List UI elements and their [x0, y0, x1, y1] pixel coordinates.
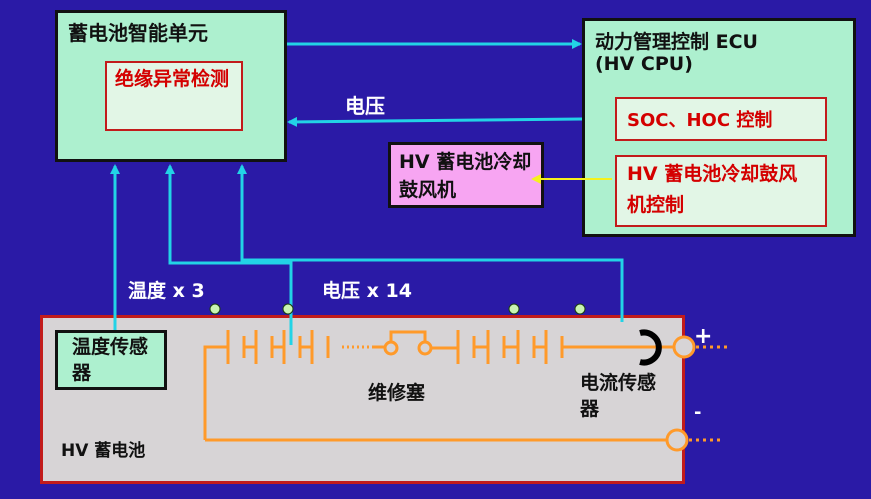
temperature-count-label: 温度 x 3	[128, 280, 205, 302]
power-management-ecu-box: 动力管理控制 ECU (HV CPU) SOC、HOC 控制 HV 蓄电池冷却鼓…	[582, 18, 856, 237]
ecu-to-bmu-voltage-line	[287, 116, 583, 127]
current-sensor-clamp	[639, 329, 662, 366]
main-circuit-line	[203, 345, 228, 440]
current-sensor-label: 电流传感器	[580, 372, 657, 420]
voltage-tap-line-1	[165, 164, 293, 345]
temperature-sensor-box: 温度传感器	[55, 330, 167, 390]
voltage-count-label: 电压 x 14	[322, 280, 412, 302]
voltage-tap-line-2	[237, 164, 624, 322]
hv-battery-box: HV 蓄电池 维修塞 电流传感器	[40, 315, 685, 484]
ecu-subtitle: (HV CPU)	[595, 53, 693, 75]
fan-control-box: HV 蓄电池冷却鼓风机控制	[615, 155, 827, 227]
soc-control-box: SOC、HOC 控制	[615, 97, 827, 141]
service-plug-label: 维修塞	[368, 382, 426, 404]
plus-terminal	[672, 335, 696, 359]
service-plug-switch	[383, 330, 458, 356]
cooling-fan-box: HV 蓄电池冷却鼓风机	[388, 142, 544, 208]
fan-control-label: HV 蓄电池冷却鼓风机控制	[627, 163, 798, 216]
voltage-tap-dots	[209, 303, 586, 315]
plus-terminal-label: +	[694, 324, 713, 349]
battery-smart-unit-title: 蓄电池智能单元	[68, 21, 208, 45]
minus-terminal	[665, 428, 689, 452]
insulation-detect-label: 绝缘异常检测	[115, 68, 230, 90]
battery-smart-unit-box: 蓄电池智能单元 绝缘异常检测	[55, 10, 287, 162]
hv-battery-label: HV 蓄电池	[61, 441, 146, 461]
cooling-fan-label: HV 蓄电池冷却鼓风机	[399, 151, 532, 201]
temperature-sensor-label: 温度传感器	[72, 336, 149, 384]
insulation-detect-box: 绝缘异常检测	[105, 61, 243, 131]
minus-terminal-label: -	[694, 402, 702, 423]
ecu-title: 动力管理控制 ECU	[595, 31, 758, 53]
cell-group-1	[226, 330, 330, 364]
voltage-signal-label: 电压	[345, 94, 385, 118]
soc-control-label: SOC、HOC 控制	[627, 110, 773, 131]
